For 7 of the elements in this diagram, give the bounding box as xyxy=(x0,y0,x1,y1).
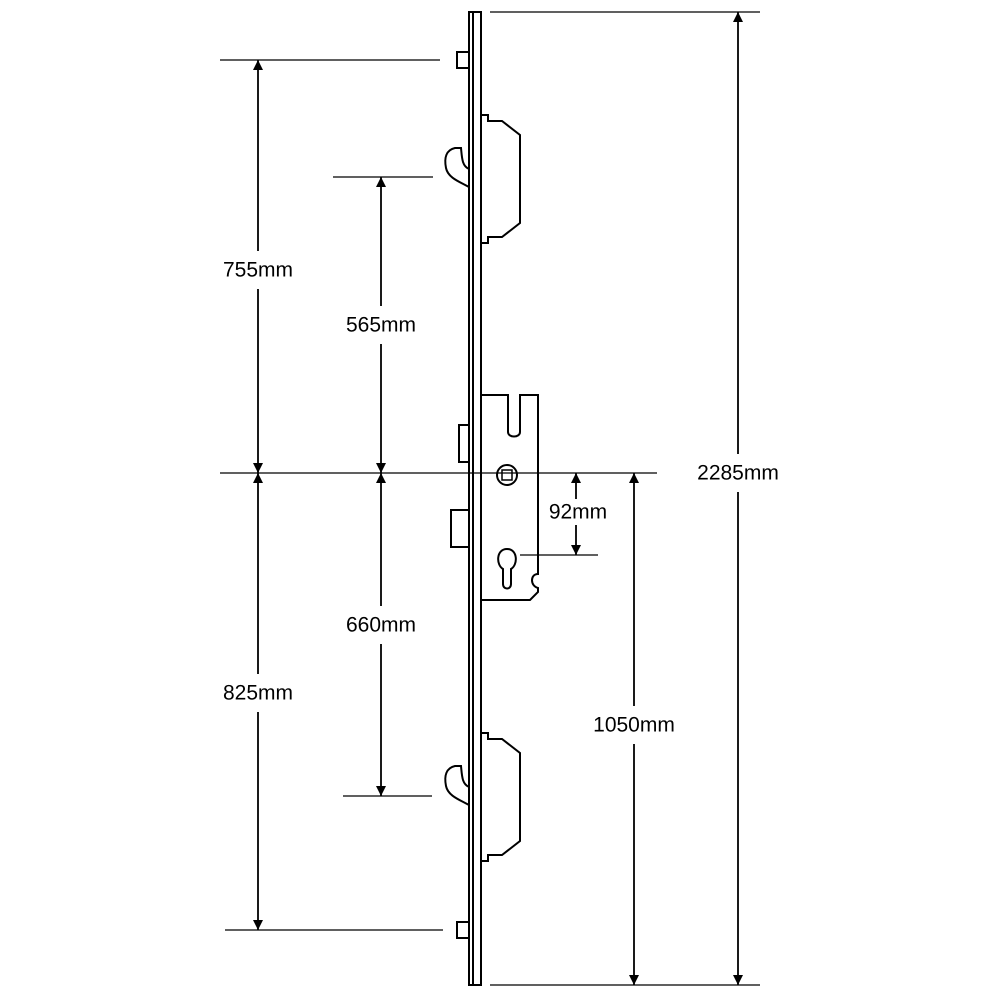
dimension-label: 825mm xyxy=(222,682,294,704)
dimension-label: 660mm xyxy=(346,614,416,636)
dimension-label: 92mm xyxy=(548,502,608,522)
dimension-label: 2285mm xyxy=(697,462,779,484)
dimension-label: 755mm xyxy=(222,260,294,280)
dimension-label: 565mm xyxy=(346,314,416,336)
dimension-label: 1050mm xyxy=(593,714,675,736)
